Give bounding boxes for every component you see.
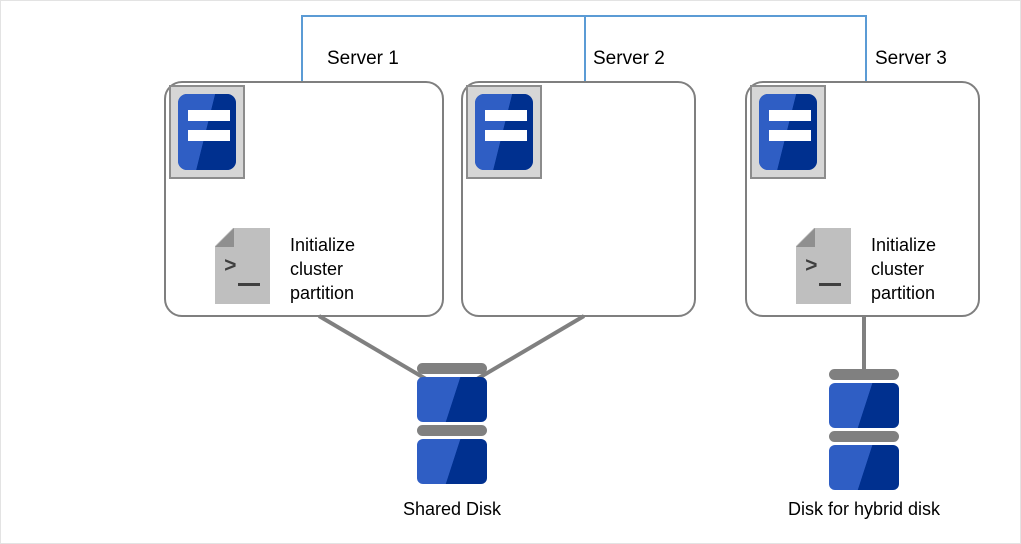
server-icon-body bbox=[759, 94, 817, 170]
script-icon-prompt: > bbox=[224, 256, 237, 279]
script-icon-fold bbox=[215, 228, 234, 247]
server-3-operation-label: Initialize cluster partition bbox=[871, 234, 936, 305]
disk-platter-2 bbox=[417, 439, 487, 484]
disk-rim-middle bbox=[829, 431, 899, 442]
caption-line: Shared Disk bbox=[402, 499, 502, 520]
connector-server3-local-disk bbox=[862, 316, 866, 372]
disk-platter-1 bbox=[417, 377, 487, 422]
script-icon-cursor bbox=[819, 283, 841, 286]
local-disk-icon[interactable] bbox=[829, 369, 899, 490]
server-1-label: Server 1 bbox=[327, 48, 399, 69]
server-icon-slot-1 bbox=[188, 110, 230, 121]
server-2-box[interactable] bbox=[461, 81, 696, 317]
disk-platter-gradient bbox=[829, 445, 899, 490]
shared-disk-icon[interactable] bbox=[417, 363, 487, 484]
caption-line: Disk for hybrid disk bbox=[787, 499, 941, 520]
script-icon-prompt: > bbox=[805, 256, 818, 279]
server-1-box[interactable]: > Initialize cluster partition bbox=[164, 81, 444, 317]
disk-rim-middle bbox=[417, 425, 487, 436]
server-icon-body bbox=[475, 94, 533, 170]
script-terminal-icon: > bbox=[215, 228, 270, 304]
disk-platter-gradient bbox=[829, 383, 899, 428]
server-icon bbox=[466, 85, 542, 179]
server-3-box[interactable]: > Initialize cluster partition bbox=[745, 81, 980, 317]
cluster-bracket-divider bbox=[584, 15, 586, 81]
server-3-label: Server 3 bbox=[875, 48, 947, 69]
operation-line: partition bbox=[290, 282, 355, 303]
server-icon bbox=[169, 85, 245, 179]
server-icon bbox=[750, 85, 826, 179]
operation-line: Initialize bbox=[290, 235, 356, 255]
server-icon-slot-2 bbox=[188, 130, 230, 141]
server-icon-body bbox=[178, 94, 236, 170]
script-icon-cursor bbox=[238, 283, 260, 286]
operation-line: cluster bbox=[290, 258, 344, 279]
server-icon-slot-2 bbox=[769, 130, 811, 141]
server-icon-slot-1 bbox=[485, 110, 527, 121]
operation-line: partition bbox=[871, 282, 936, 303]
local-disk-caption: Disk for hybrid disk resource bbox=[714, 473, 1014, 543]
script-terminal-icon: > bbox=[796, 228, 851, 304]
server-1-operation-label: Initialize cluster partition bbox=[290, 234, 355, 305]
disk-platter-gradient bbox=[417, 439, 487, 484]
operation-line: Initialize bbox=[871, 235, 937, 255]
operation-line: cluster bbox=[871, 258, 925, 279]
shared-disk-caption: Shared Disk for hybrid disk resource bbox=[302, 473, 602, 543]
server-icon-slot-1 bbox=[769, 110, 811, 121]
disk-platter-2 bbox=[829, 445, 899, 490]
server-icon-slot-2 bbox=[485, 130, 527, 141]
disk-platter-gradient bbox=[417, 377, 487, 422]
server-2-label: Server 2 bbox=[593, 48, 665, 69]
disk-platter-1 bbox=[829, 383, 899, 428]
disk-rim-top bbox=[417, 363, 487, 374]
disk-rim-top bbox=[829, 369, 899, 380]
